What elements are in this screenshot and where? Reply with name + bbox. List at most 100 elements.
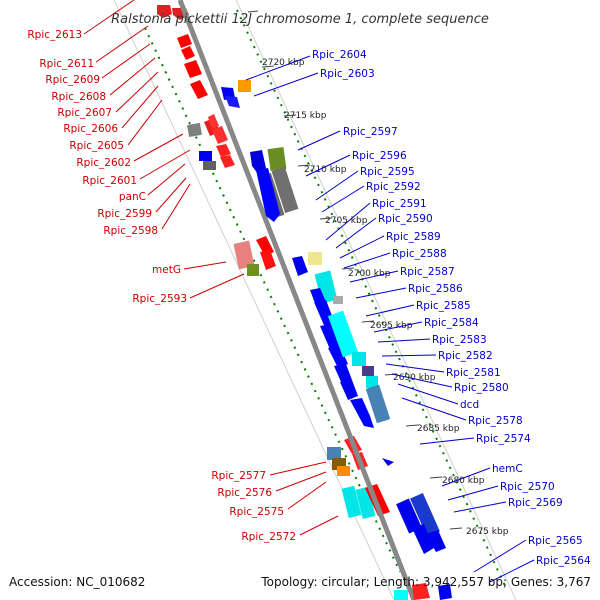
- gene-arrow: [181, 46, 195, 60]
- gene-label-left: Rpic_2577: [211, 470, 266, 482]
- gene-label-right: Rpic_2595: [360, 166, 415, 178]
- gene-rect: [233, 240, 255, 270]
- gene-label-right: Rpic_2564: [536, 555, 591, 567]
- gene-rect: [267, 146, 287, 172]
- gene-arrow: [412, 583, 430, 600]
- gene-label-right: Rpic_2583: [432, 334, 487, 346]
- gene-rect: [333, 296, 343, 304]
- right-gene-labels: Rpic_2604 Rpic_2603 Rpic_2597 Rpic_2596 …: [245, 49, 591, 583]
- kbp-ticks: [247, 10, 463, 530]
- gene-label-right: Rpic_2590: [378, 213, 433, 225]
- gene-arrow: [256, 168, 280, 222]
- gene-rect: [327, 447, 341, 460]
- gene-label-left: Rpic_2575: [229, 506, 284, 518]
- gene-label-right: hemC: [492, 463, 523, 475]
- gene-label-left: Rpic_2598: [103, 225, 158, 237]
- gene-rect: [366, 376, 378, 388]
- gene-label-left: Rpic_2606: [63, 123, 118, 135]
- gene-label-right: Rpic_2585: [416, 300, 471, 312]
- genes-minus-strand: [157, 5, 390, 520]
- gene-label-left: Rpic_2599: [97, 208, 152, 220]
- gene-rect: [308, 252, 322, 265]
- genes-plus-strand: [221, 80, 452, 600]
- map-title: Ralstonia pickettii 12J chromosome 1, co…: [111, 12, 489, 27]
- gene-arrow: [382, 458, 394, 466]
- gene-label-right: Rpic_2582: [438, 350, 493, 362]
- gene-label-left: Rpic_2602: [76, 157, 131, 169]
- gene-label-right: Rpic_2589: [386, 231, 441, 243]
- gene-arrow: [350, 398, 374, 428]
- gene-label-left: Rpic_2607: [57, 107, 112, 119]
- gene-label-left: Rpic_2572: [241, 531, 296, 543]
- gene-label-right: Rpic_2586: [408, 283, 463, 295]
- gene-label-right: Rpic_2584: [424, 317, 479, 329]
- gene-label-left: metG: [152, 264, 181, 276]
- gene-arrow: [220, 155, 235, 168]
- kbp-label: 2705 kbp: [325, 216, 368, 226]
- gene-arrow: [250, 150, 266, 174]
- gene-arrow: [208, 114, 219, 129]
- gene-arrow: [184, 60, 202, 78]
- gene-label-right: Rpic_2604: [312, 49, 367, 61]
- gene-rect: [187, 122, 202, 137]
- gene-label-left: panC: [119, 191, 146, 203]
- gene-label-right: Rpic_2603: [320, 68, 375, 80]
- gene-rect: [271, 166, 299, 214]
- gene-label-left: Rpic_2593: [132, 293, 187, 305]
- gene-label-left: Rpic_2608: [51, 91, 106, 103]
- gene-label-right: Rpic_2597: [343, 126, 398, 138]
- gene-arrow: [225, 96, 240, 108]
- gene-arrow: [340, 380, 358, 400]
- gene-label-right: Rpic_2591: [372, 198, 427, 210]
- gene-label-right: Rpic_2565: [528, 535, 583, 547]
- gene-rect: [238, 80, 251, 92]
- kbp-label: 2695 kbp: [370, 321, 413, 331]
- gene-arrow: [212, 126, 228, 144]
- gene-rect: [203, 161, 216, 170]
- gene-rect: [337, 466, 350, 476]
- gene-label-left: Rpic_2601: [82, 175, 137, 187]
- kbp-labels: 2720 kbp 2715 kbp 2710 kbp 2705 kbp 2700…: [262, 58, 509, 537]
- gene-label-right: Rpic_2570: [500, 481, 555, 493]
- gene-label-left: Rpic_2611: [39, 58, 94, 70]
- gene-rect: [247, 264, 259, 276]
- gene-rect: [355, 486, 376, 520]
- gene-label-right: dcd: [460, 399, 479, 411]
- gene-rect: [410, 492, 440, 538]
- gene-rect: [394, 590, 408, 600]
- kbp-label: 2720 kbp: [262, 58, 305, 68]
- kbp-label: 2710 kbp: [304, 165, 347, 175]
- kbp-label: 2715 kbp: [284, 111, 327, 121]
- gene-arrow: [328, 346, 348, 368]
- gene-label-right: Rpic_2592: [366, 181, 421, 193]
- topology-text: Topology: circular; Length: 3,942,557 bp…: [260, 575, 591, 589]
- gene-arrow: [292, 256, 308, 276]
- gene-rect: [362, 366, 374, 376]
- gene-label-right: Rpic_2578: [468, 415, 523, 427]
- gene-arrow: [334, 364, 352, 384]
- gene-rect: [396, 498, 422, 534]
- gene-label-left: Rpic_2605: [69, 140, 124, 152]
- gene-arrow: [412, 524, 434, 554]
- gene-arrow: [426, 530, 446, 552]
- kbp-label: 2685 kbp: [417, 424, 460, 434]
- gene-arrow: [438, 584, 452, 600]
- gene-label-right: Rpic_2580: [454, 382, 509, 394]
- kbp-label: 2690 kbp: [393, 373, 436, 383]
- gene-arrow: [216, 144, 231, 157]
- gene-label-right: Rpic_2596: [352, 150, 407, 162]
- gene-rect: [341, 485, 362, 519]
- gene-label-left: Rpic_2609: [45, 74, 100, 86]
- gene-rect: [327, 310, 359, 358]
- left-gene-labels: Rpic_2613 Rpic_2611 Rpic_2609 Rpic_2608 …: [27, 0, 339, 543]
- gene-rect: [365, 384, 391, 424]
- gene-label-right: Rpic_2569: [508, 497, 563, 509]
- gene-label-right: Rpic_2581: [446, 367, 501, 379]
- kbp-label: 2680 kbp: [442, 476, 485, 486]
- kbp-label: 2675 kbp: [466, 527, 509, 537]
- kbp-label: 2700 kbp: [348, 269, 391, 279]
- gene-label-right: Rpic_2587: [400, 266, 455, 278]
- gene-label-left: Rpic_2613: [27, 29, 82, 41]
